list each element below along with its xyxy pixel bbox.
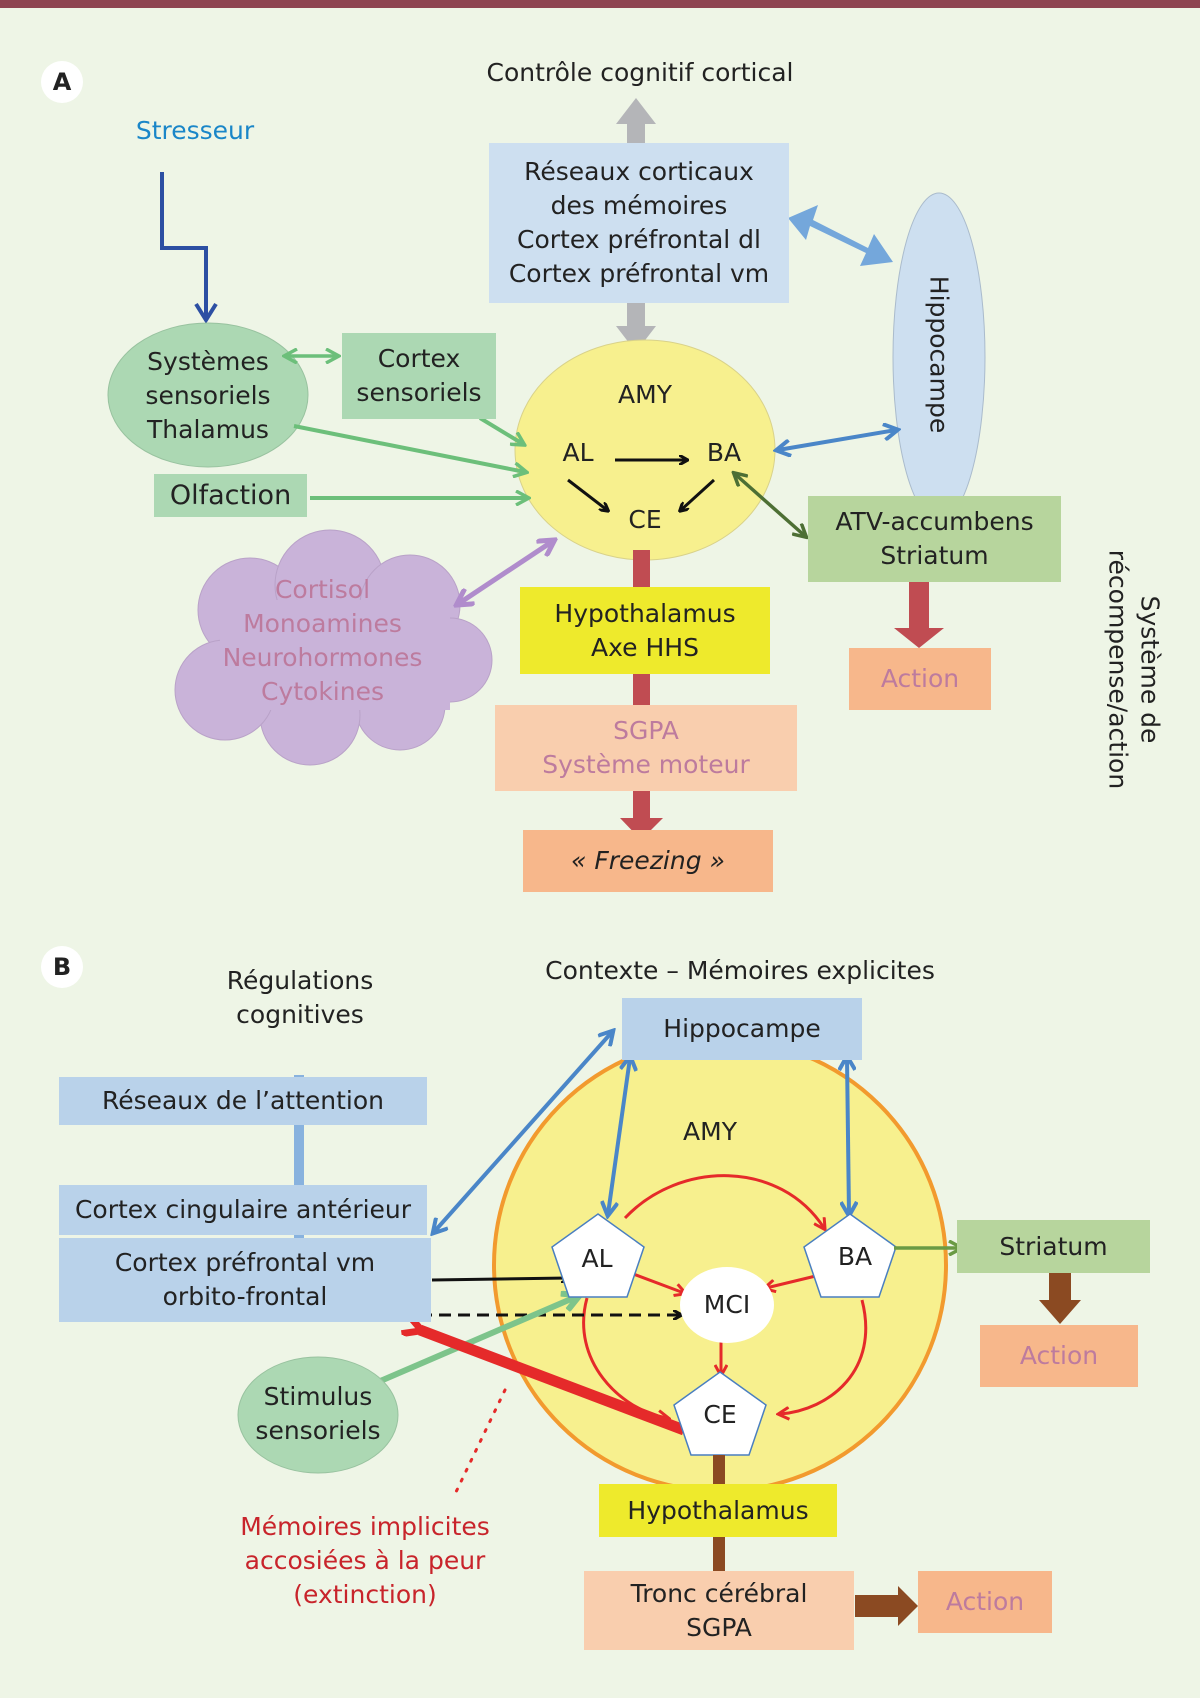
hippocampus-a-label: Hippocampe <box>924 275 954 434</box>
reward-system-label-2: récompense/action <box>1103 549 1133 790</box>
stimulus-ellipse <box>237 1356 399 1474</box>
ba-pentagon <box>803 1213 897 1298</box>
panel-a-badge: A <box>41 61 83 103</box>
sensory-systems-ellipse <box>107 322 309 468</box>
prefrontal-vm-box: Cortex préfrontal vm orbito-frontal <box>59 1238 431 1322</box>
nucleus-al-a: AL <box>562 438 594 467</box>
stressor-label: Stresseur <box>135 116 255 145</box>
cognitive-regulation-label: Régulations cognitives <box>226 966 374 1029</box>
nucleus-mci-b: MCI <box>703 1290 751 1319</box>
stimulus-to-al-arrow <box>376 1296 578 1385</box>
reward-action-box: Action <box>849 648 991 710</box>
ba-reward-arrow <box>735 474 805 536</box>
ba-to-ce-red-arrow <box>780 1299 868 1414</box>
brainstem-action-box: Action <box>918 1571 1052 1633</box>
striatum-action-box: Action <box>980 1325 1138 1387</box>
hormone-cloud <box>174 529 493 766</box>
nucleus-ba-a: BA <box>706 438 742 467</box>
nucleus-ce-b: CE <box>703 1400 737 1429</box>
ce-to-prefrontal-red-arrow <box>420 1330 686 1436</box>
cortex-to-amy-arrow <box>478 416 523 444</box>
sensory-systems-label: Systèmes sensoriels Thalamus <box>145 347 271 444</box>
sgpa-motor-box: SGPA Système moteur <box>495 705 797 791</box>
striatum-box: Striatum <box>957 1220 1150 1273</box>
attention-connector <box>294 1075 304 1255</box>
hypothalamus-b-box: Hypothalamus <box>599 1484 837 1537</box>
hormone-cloud-label: Cortisol Monoamines Neurohormones Cytoki… <box>222 575 423 706</box>
stressor-arrow <box>160 172 208 318</box>
stimulus-label: Stimulus sensoriels <box>255 1382 381 1445</box>
al-to-ce-arrow <box>567 478 607 510</box>
striatum-action-arrowhead <box>1039 1300 1081 1324</box>
brainstem-action-arrowhead <box>898 1586 918 1626</box>
cloud-amy-arrow <box>458 541 553 604</box>
nucleus-ce-a: CE <box>628 505 662 534</box>
sensory-cortex-box: Cortex sensoriels <box>342 333 496 419</box>
reward-striatum-box: ATV-accumbens Striatum <box>808 496 1061 582</box>
brainstem-box: Tronc cérébral SGPA <box>584 1571 854 1650</box>
freezing-box: « Freezing » <box>523 830 773 892</box>
cortex-hippocampus-arrow <box>788 205 893 266</box>
implicit-memories-label: Mémoires implicites accosiées à la peur … <box>240 1512 490 1609</box>
amygdala-b-label: AMY <box>683 1117 737 1146</box>
reward-system-label-1: Système de <box>1135 595 1165 744</box>
freezing-arrowhead <box>620 818 663 840</box>
implicit-memory-pointer <box>454 1388 507 1494</box>
amygdala-a-label: AMY <box>618 380 672 409</box>
al-to-mci-arrow <box>627 1270 684 1293</box>
al-to-ba-red-arrow <box>623 1174 824 1228</box>
al-hippocampus-arrow <box>608 1058 630 1214</box>
prefrontal-hippocampus-arrow <box>434 1032 612 1232</box>
ba-hippocampus-arrow <box>778 430 896 450</box>
reward-action-arrowhead <box>894 628 944 648</box>
mci-ellipse <box>680 1267 774 1343</box>
cognitive-control-label: Contrôle cognitif cortical <box>486 58 794 87</box>
panel-b-badge: B <box>41 946 83 988</box>
cortical-networks-box: Réseaux corticaux des mémoires Cortex pr… <box>489 143 789 303</box>
olfaction-box: Olfaction <box>154 474 307 517</box>
ba-hippocampus-arrow-b <box>847 1058 849 1214</box>
context-label: Contexte – Mémoires explicites <box>545 956 935 985</box>
ba-to-ce-arrow <box>681 478 716 510</box>
anterior-cingulate-box: Cortex cingulaire antérieur <box>59 1185 427 1235</box>
nucleus-al-b: AL <box>581 1244 613 1273</box>
gray-arrow-up <box>616 98 656 144</box>
prefrontal-to-al-arrow <box>431 1278 568 1280</box>
thalamus-to-amy-arrow <box>293 424 525 472</box>
hypothalamus-hhs-box: Hypothalamus Axe HHS <box>520 587 770 674</box>
al-pentagon <box>551 1213 645 1298</box>
gray-arrow-down <box>616 302 656 352</box>
nucleus-ba-b: BA <box>837 1242 873 1271</box>
top-border-bar <box>0 0 1200 8</box>
attention-networks-box: Réseaux de l’attention <box>59 1077 427 1125</box>
hippocampus-b-box: Hippocampe <box>622 998 862 1060</box>
